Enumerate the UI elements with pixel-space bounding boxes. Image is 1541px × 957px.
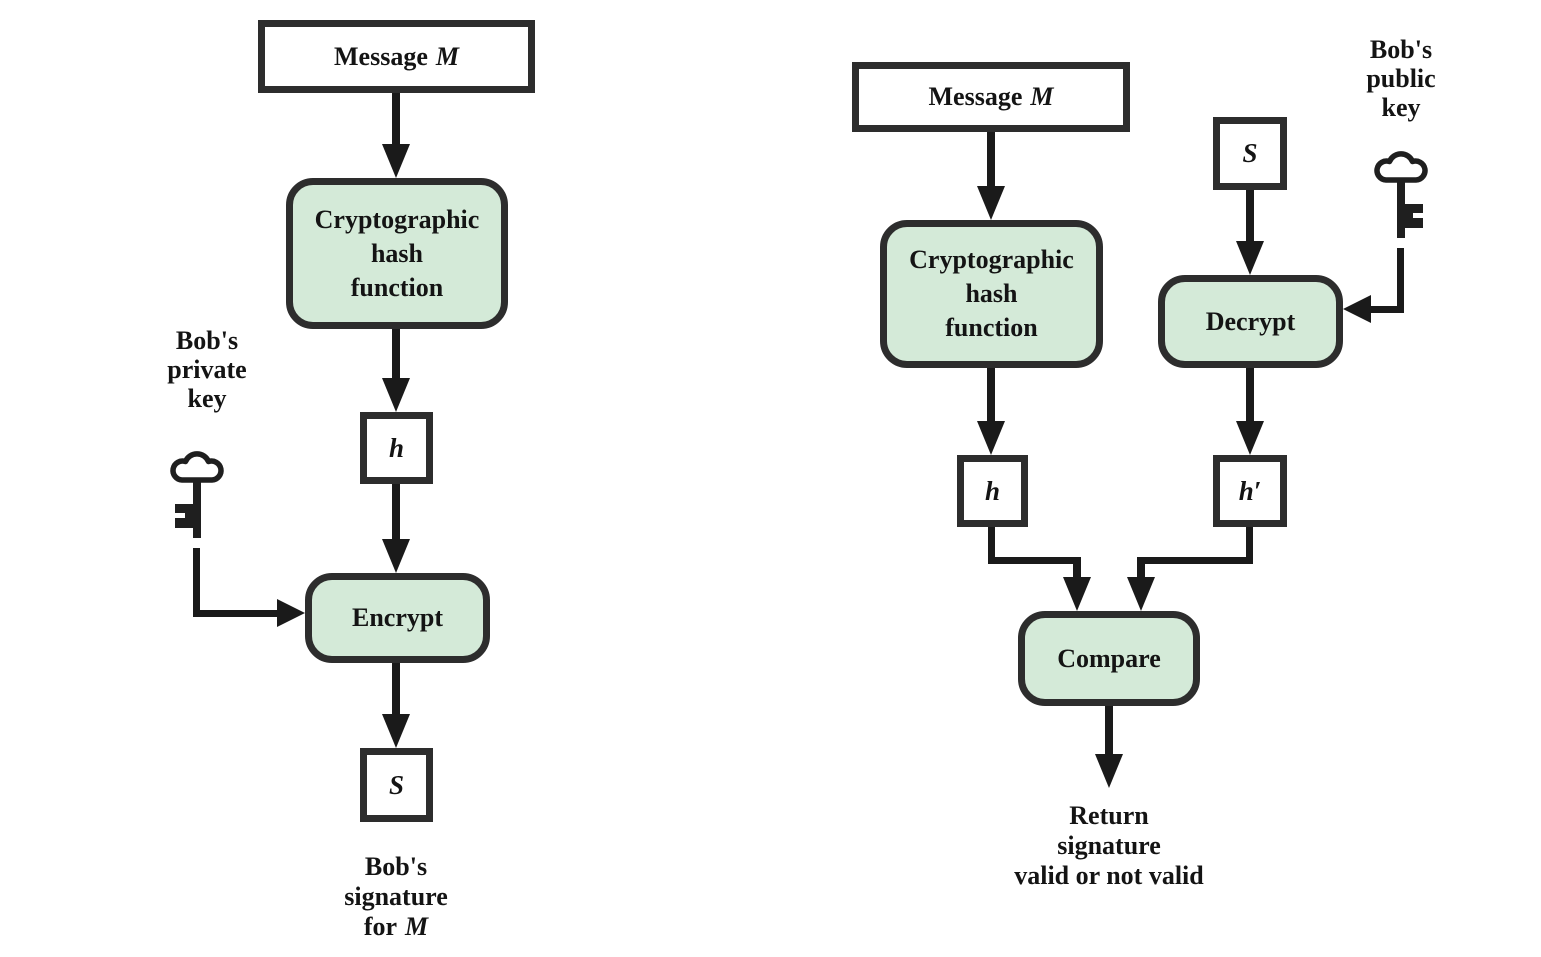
arrowhead-s-to-decrypt [1236, 241, 1264, 275]
encrypt-label: Encrypt [352, 603, 443, 632]
h-to-compare-line-horizontal [988, 557, 1081, 564]
decrypt-box: Decrypt [1158, 275, 1343, 368]
private-key-line-horizontal [193, 610, 277, 617]
h-label-right: h [984, 475, 1001, 506]
signature-caption-line2: signature [344, 882, 448, 911]
hash-line-1: Cryptographic [314, 204, 480, 234]
signature-caption-line1: Bob's [364, 852, 428, 881]
arrow-shaft-msg-to-hash-right [987, 132, 995, 187]
arrowhead-public-key-to-decrypt [1343, 295, 1371, 323]
compare-label: Compare [1057, 643, 1161, 673]
s-label-left: S [388, 769, 405, 800]
arrow-shaft-h-to-encrypt [392, 484, 400, 540]
h-prime-box: h′ [1213, 455, 1287, 527]
arrowhead-h-to-encrypt [382, 539, 410, 573]
encrypt-box: Encrypt [305, 573, 490, 663]
arrowhead-hprime-to-compare [1127, 577, 1155, 611]
arrowhead-private-key-to-encrypt [277, 599, 305, 627]
hash-line-1: Cryptographic [909, 245, 1074, 274]
hprime-to-compare-line-drop [1137, 557, 1145, 579]
arrow-shaft-decrypt-to-hprime [1246, 368, 1254, 422]
arrowhead-hash-to-h-left [382, 378, 410, 412]
h-to-compare-line-drop [1073, 557, 1081, 579]
hprime-to-compare-line-vertical [1246, 527, 1253, 564]
hash-line-2: hash [965, 279, 1018, 308]
h-prime-label: h′ [1238, 475, 1262, 506]
hash-function-box-right: Cryptographic hash function [880, 220, 1103, 368]
arrowhead-hash-to-h-right [977, 421, 1005, 455]
h-label-left: h [388, 432, 405, 463]
key-icon [1374, 151, 1428, 238]
s-label-right: S [1242, 138, 1258, 168]
arrow-shaft-compare-to-result [1105, 706, 1113, 756]
arrowhead-decrypt-to-hprime [1236, 421, 1264, 455]
h-to-compare-line-vertical [988, 527, 995, 564]
hash-line-3: function [945, 313, 1038, 342]
public-key-line-horizontal [1371, 306, 1404, 313]
arrowhead-msg-to-hash-left [382, 144, 410, 178]
arrow-shaft-hash-to-h-right [987, 368, 995, 422]
compare-box: Compare [1018, 611, 1200, 706]
key-icon [170, 451, 224, 538]
arrowhead-encrypt-to-s [382, 714, 410, 748]
message-text: Message [334, 41, 428, 71]
s-box-right: S [1213, 117, 1287, 190]
h-box-left: h [360, 412, 433, 484]
arrowhead-compare-to-result [1095, 754, 1123, 788]
hash-line-3: function [350, 272, 444, 302]
h-box-right: h [957, 455, 1028, 527]
arrowhead-msg-to-hash-right [977, 186, 1005, 220]
private-key-line-vertical [193, 548, 200, 614]
public-key-caption: Bob's public key [1366, 35, 1436, 122]
arrow-shaft-s-to-decrypt [1246, 190, 1254, 242]
arrow-shaft-hash-to-h-left [392, 329, 400, 379]
s-box-left: S [360, 748, 433, 822]
hprime-to-compare-line-horizontal [1137, 557, 1253, 564]
arrow-shaft-encrypt-to-s [392, 663, 400, 715]
hash-line-2: hash [370, 238, 424, 268]
message-var: M [435, 41, 459, 71]
decrypt-label: Decrypt [1205, 306, 1296, 336]
result-caption: Return signature valid or not valid [1014, 801, 1204, 890]
arrowhead-h-to-compare [1063, 577, 1091, 611]
private-key-caption: Bob's private key [167, 326, 247, 413]
public-key-line-vertical [1397, 248, 1404, 313]
arrow-shaft-msg-to-hash-left [392, 93, 400, 146]
hash-function-box-left: Cryptographic hash function [286, 178, 508, 329]
